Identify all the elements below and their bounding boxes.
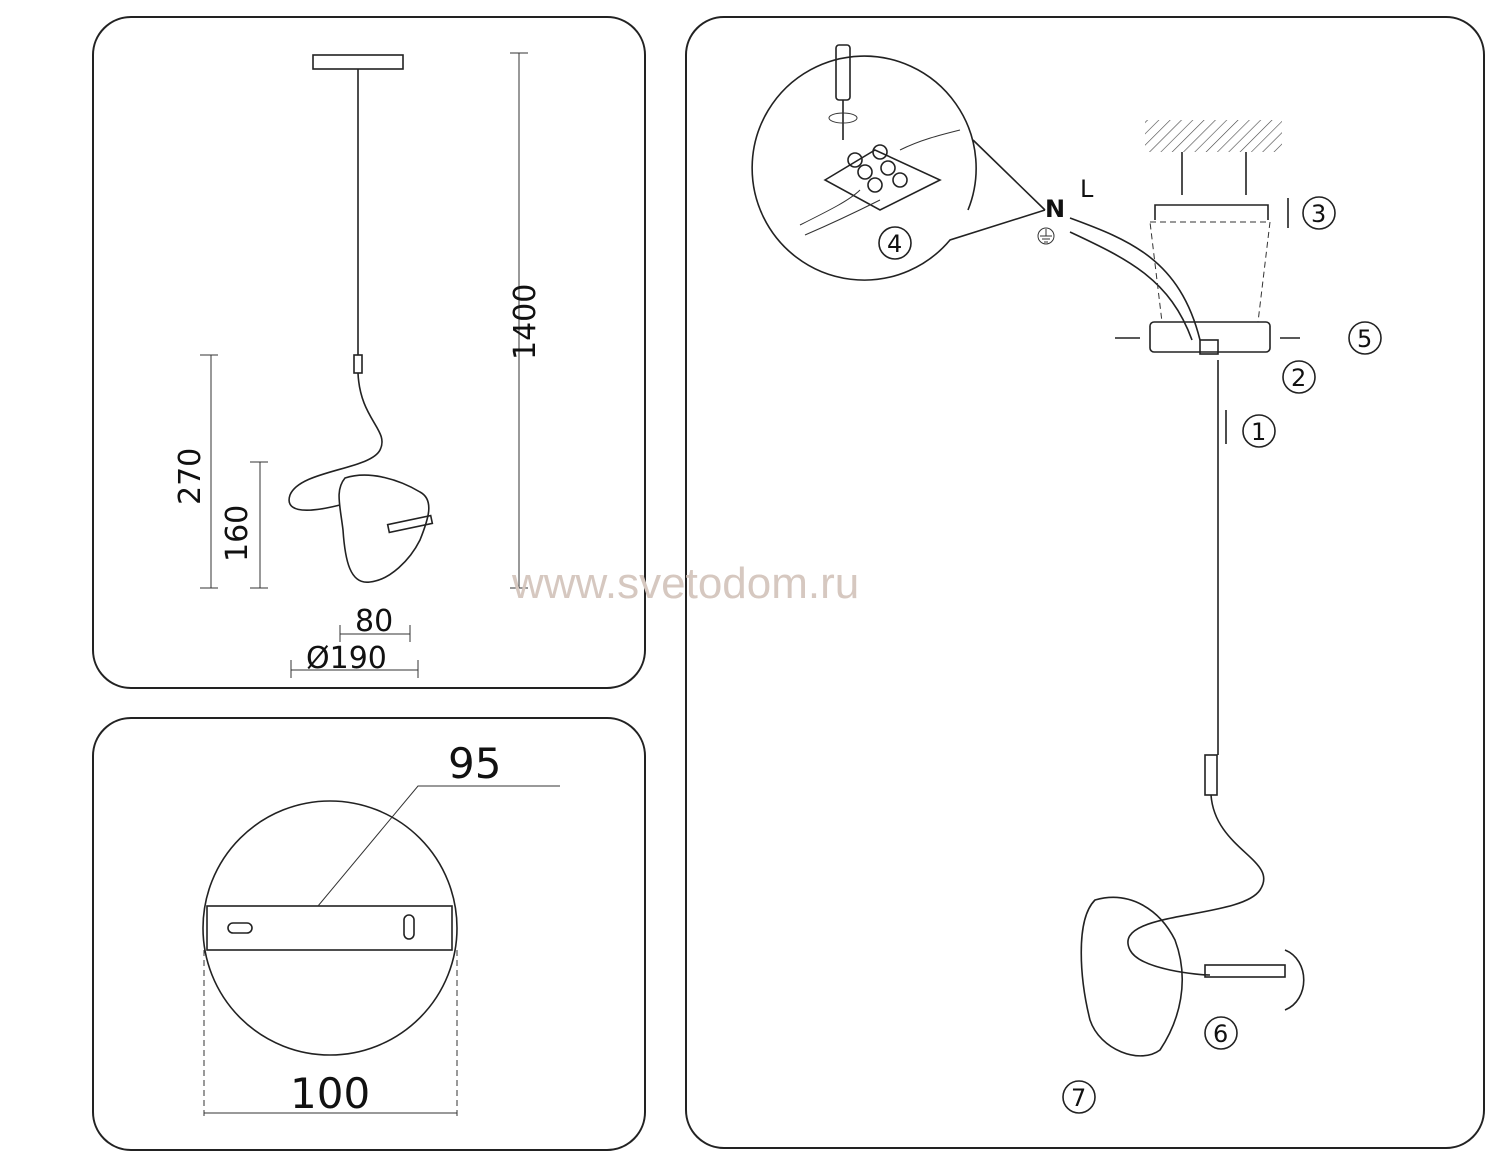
canopy-circle [202, 800, 458, 1056]
detail-callout [751, 55, 1046, 281]
svg-text:4: 4 [887, 230, 902, 258]
dim-100: 100 [290, 1069, 370, 1118]
dim-diameter-190: Ø190 [306, 641, 387, 676]
canopy-panel: 95 100 [92, 717, 646, 1151]
step-4-badge [878, 226, 912, 260]
dim-95: 95 [448, 739, 501, 788]
slot-hole [227, 922, 253, 934]
svg-text:5: 5 [1357, 325, 1372, 353]
curved-arm [288, 372, 383, 511]
mounting-plate [206, 905, 453, 951]
glass-shade [1080, 896, 1183, 1057]
cable-grip [1199, 339, 1219, 355]
live-label: L [1080, 175, 1094, 203]
canopy [1149, 321, 1271, 353]
svg-text:1: 1 [1251, 418, 1266, 446]
curved-arm [1127, 794, 1265, 976]
svg-text:7: 7 [1071, 1084, 1086, 1112]
ground-icon [1037, 227, 1055, 245]
dim-160: 160 [220, 505, 255, 562]
installation-panel: 4 N L 1 2 3 5 6 7 [685, 16, 1485, 1149]
dim-80: 80 [355, 604, 393, 639]
svg-text:3: 3 [1311, 200, 1326, 228]
dimensions-panel: 1400 270 160 80 Ø190 [92, 16, 646, 689]
slot-hole [403, 914, 415, 940]
ceiling-hatch [1145, 120, 1282, 152]
dim-270: 270 [173, 448, 208, 505]
step-badges: 1 2 3 5 6 7 [1062, 196, 1382, 1114]
terminal-block [823, 149, 942, 211]
dim-1400: 1400 [508, 284, 543, 360]
svg-text:6: 6 [1213, 1020, 1228, 1048]
watermark: www.svetodom.ru [511, 559, 859, 608]
neutral-label: N [1045, 195, 1065, 223]
svg-text:2: 2 [1291, 364, 1306, 392]
glass-shade [338, 474, 430, 583]
